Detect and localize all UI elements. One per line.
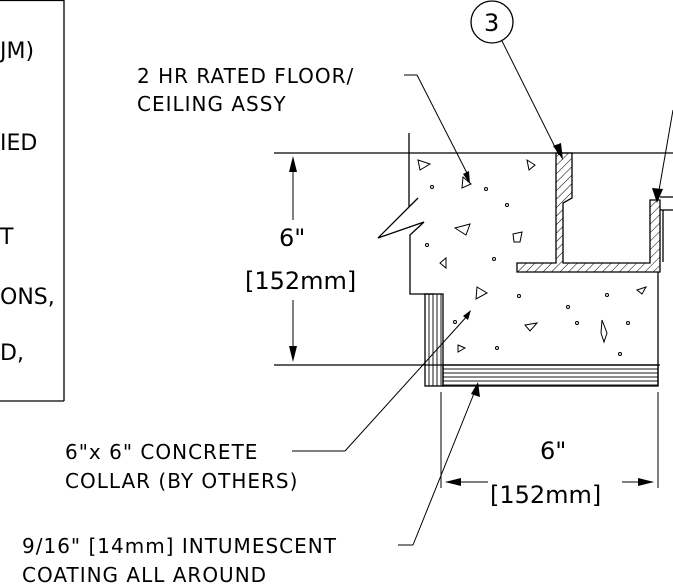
horizontal-dimension-metric: [152mm] (490, 481, 601, 509)
concrete-collar-label: 6"x 6" CONCRETE COLLAR (BY OTHERS) (65, 310, 471, 493)
side-note-line-5: D, (0, 341, 24, 366)
coating-line-2: COATING ALL AROUND (22, 563, 267, 587)
coating-line-1: 9/16" [14mm] INTUMESCENT (22, 534, 337, 558)
vertical-dimension-metric: [152mm] (245, 267, 356, 295)
side-note-line-1: JM) (0, 39, 34, 64)
collar-line-1: 6"x 6" CONCRETE (65, 440, 258, 464)
collar-line-2: COLLAR (BY OTHERS) (65, 469, 298, 493)
concrete-break-line (377, 133, 434, 295)
callout-number: 3 (484, 9, 499, 37)
concrete-aggregate (417, 158, 648, 356)
floor-assembly-line-1: 2 HR RATED FLOOR/ (137, 64, 354, 88)
coating-label: 9/16" [14mm] INTUMESCENT COATING ALL ARO… (22, 382, 480, 587)
horizontal-dimension: 6" [152mm] (440, 392, 659, 509)
side-note-line-4: ONS, (0, 285, 55, 310)
side-note-line-2: IED (0, 131, 37, 156)
slab-outline (274, 152, 673, 366)
right-edge-leader (652, 109, 673, 203)
vertical-dimension-value: 6" (279, 224, 305, 252)
steel-channel (516, 152, 673, 273)
floor-assembly-line-2: CEILING ASSY (137, 92, 287, 116)
floor-assembly-label: 2 HR RATED FLOOR/ CEILING ASSY (137, 64, 470, 184)
side-note-line-3: T (0, 225, 14, 250)
horizontal-dimension-value: 6" (540, 437, 566, 465)
vertical-dimension: 6" [152mm] (245, 156, 356, 362)
intumescent-coating (424, 272, 659, 387)
callout-bubble: 3 (470, 0, 563, 160)
side-note-box: JM) IED T ONS, D, (0, 0, 65, 402)
